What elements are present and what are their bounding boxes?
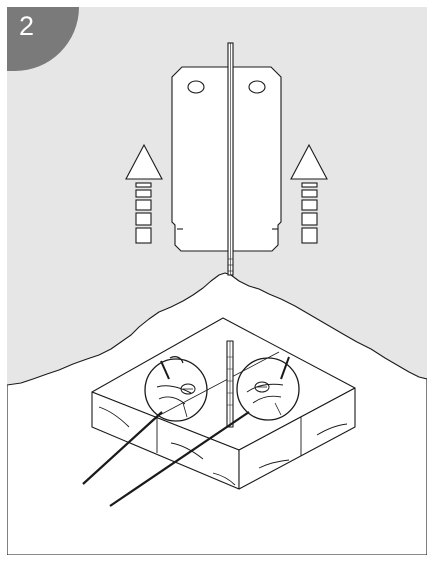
illustration-panel: 2 <box>7 7 427 555</box>
step-number: 2 <box>19 13 34 40</box>
lifted-device-upper <box>172 43 281 275</box>
left-upward-arrow-icon <box>126 145 162 243</box>
right-upward-arrow-icon <box>291 145 327 243</box>
assembly-illustration <box>7 7 427 555</box>
